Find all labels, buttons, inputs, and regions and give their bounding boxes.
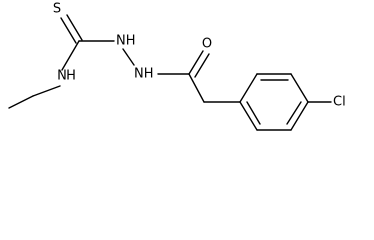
bond-n-ch2 (32, 85, 61, 97)
bond-carbonyl-ch2 (188, 73, 205, 103)
benzene-ring (239, 73, 309, 131)
atom-oxygen: O (202, 37, 212, 52)
atom-nh-upper: NH (116, 34, 136, 49)
atom-sulfur: S (53, 2, 61, 17)
bond-c-n-ethyl (61, 40, 80, 71)
bond-c-s-double (60, 14, 83, 44)
molecule-structure-diagram: S NH N H NH O Cl (8, 2, 346, 131)
bond-n-n (122, 48, 135, 66)
bond-c-o-double (188, 50, 210, 78)
atom-nh-lower: NH (134, 67, 154, 82)
atom-ethyl-n: N (57, 69, 67, 84)
atom-chlorine: Cl (333, 95, 346, 110)
atom-ethyl-n-hydrogen: H (66, 69, 76, 84)
bond-ch2-ch3 (8, 95, 34, 109)
